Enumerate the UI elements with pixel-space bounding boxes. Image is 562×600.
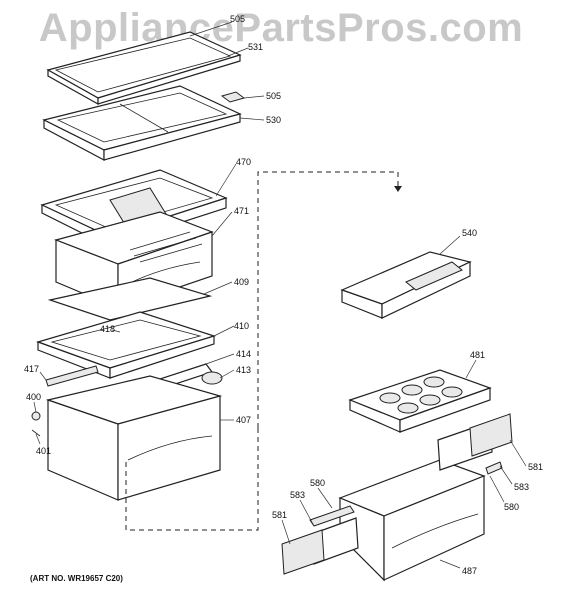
label-414: 414: [236, 349, 251, 359]
label-401: 401: [36, 446, 51, 456]
right-rail-parts: [437, 413, 513, 475]
label-531: 531: [248, 42, 263, 52]
label-407: 407: [236, 415, 251, 425]
label-505-top: 505: [230, 14, 245, 24]
label-417: 417: [24, 364, 39, 374]
art-number: (ART NO. WR19657 C20): [30, 574, 123, 583]
egg-tray-lid: [340, 251, 472, 319]
label-580-left: 580: [310, 478, 325, 488]
shelf-clip: [220, 91, 246, 103]
lower-pan: [45, 375, 223, 501]
label-470: 470: [236, 157, 251, 167]
label-400: 400: [26, 392, 41, 402]
roller-parts: [31, 411, 41, 437]
label-583-left: 583: [290, 490, 305, 500]
slide-rail: [45, 365, 99, 387]
leader-lines: [33, 21, 527, 569]
label-471: 471: [234, 206, 249, 216]
label-581-left: 581: [272, 510, 287, 520]
lower-bin: [338, 459, 486, 582]
label-583-right: 583: [514, 482, 529, 492]
label-481: 481: [470, 350, 485, 360]
egg-tray: [348, 369, 492, 433]
shelf-glass: [46, 31, 242, 106]
label-540: 540: [462, 228, 477, 238]
label-487: 487: [462, 566, 477, 576]
label-413: 413: [236, 365, 251, 375]
label-418: 418: [100, 324, 115, 334]
label-505-clip: 505: [266, 91, 281, 101]
drawer-cover-glass: [47, 277, 213, 321]
label-530: 530: [266, 115, 281, 125]
label-581-right: 581: [528, 462, 543, 472]
watermark: AppliancePartsPros.com: [38, 6, 524, 50]
label-580-right: 580: [504, 502, 519, 512]
label-410: 410: [234, 321, 249, 331]
drawer-cover-frame: [36, 311, 216, 379]
left-rail-parts: [281, 505, 359, 575]
connection-line: [125, 171, 402, 531]
label-409: 409: [234, 277, 249, 287]
shelf-frame: [42, 85, 242, 161]
